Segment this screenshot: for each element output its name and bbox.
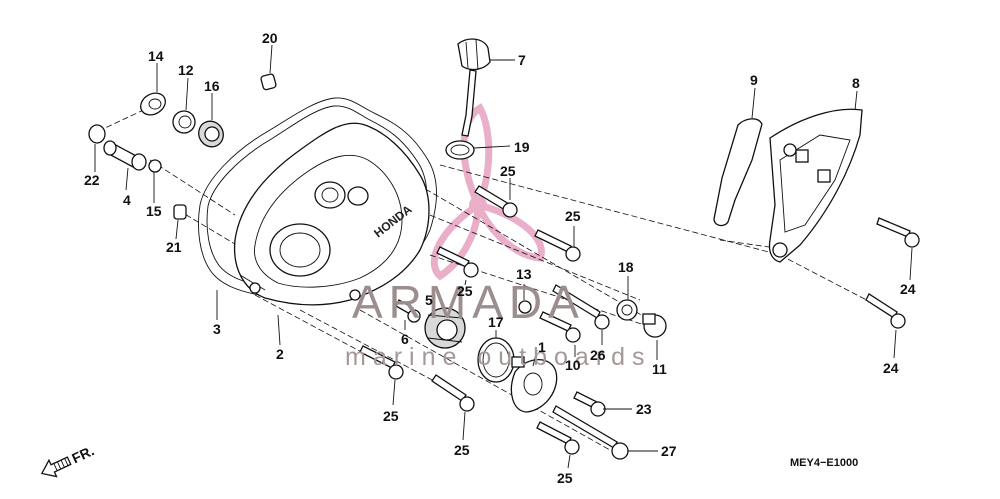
callout-label: 25 [457, 283, 473, 299]
callout-label: 4 [123, 192, 131, 208]
dowel-pin-top [260, 73, 277, 91]
bolt [865, 293, 906, 329]
side-cover [768, 108, 863, 263]
callout-label: 16 [204, 78, 220, 94]
bolt [539, 311, 581, 343]
bolt [552, 284, 610, 330]
callout-label: 5 [425, 292, 433, 308]
callout-label: 25 [565, 208, 581, 224]
callout-label: 26 [590, 347, 606, 363]
shaft [103, 140, 147, 171]
bolt [359, 345, 404, 380]
callout-label: 6 [401, 331, 409, 347]
callout-label: 22 [84, 172, 100, 188]
collar [88, 124, 106, 144]
drain-bolt [642, 313, 667, 338]
washer-13 [518, 300, 532, 314]
callout-label: 27 [661, 443, 677, 459]
sealing-washer [616, 299, 638, 321]
side-gasket [713, 118, 763, 227]
small-bolt [395, 299, 421, 323]
arrow-left-icon [40, 456, 72, 478]
o-ring [445, 140, 475, 160]
callout-label: 23 [636, 401, 652, 417]
callout-label: 1 [538, 339, 546, 355]
callout-label: 25 [454, 442, 470, 458]
nut [148, 159, 162, 173]
callout-label: 18 [618, 259, 634, 275]
bolt [876, 217, 920, 248]
callout-label: 24 [883, 360, 899, 376]
bolt [536, 421, 580, 455]
callout-label: 11 [652, 361, 667, 377]
diagram-code: MEY4−E1000 [790, 457, 858, 469]
oil-seal [140, 92, 166, 116]
callout-label: 25 [500, 163, 516, 179]
washer [172, 110, 196, 134]
crankcase-cover: HONDA [233, 122, 430, 306]
callout-label: 7 [518, 52, 526, 68]
bolt [534, 229, 581, 262]
callout-label: 8 [852, 75, 860, 91]
callout-label: 12 [178, 62, 194, 78]
callout-labels: 1 2 3 4 5 6 7 8 9 10 11 12 13 14 15 16 1… [84, 30, 916, 486]
front-direction-indicator: FR. [40, 442, 97, 478]
leader-lines [94, 44, 913, 469]
oil-filter-cover [510, 356, 558, 413]
bolt [431, 374, 475, 412]
direction-label: FR. [69, 442, 96, 466]
dowel-pin [173, 204, 187, 220]
callout-label: 2 [276, 346, 284, 362]
callout-label: 10 [565, 357, 581, 373]
bolt [436, 246, 479, 278]
callout-label: 20 [262, 30, 278, 46]
callout-label: 3 [213, 321, 221, 337]
callout-label: 19 [514, 139, 530, 155]
long-bolt [552, 405, 629, 460]
callout-label: 13 [516, 266, 532, 282]
callout-label: 25 [383, 408, 399, 424]
callout-label: 15 [146, 203, 162, 219]
bolt [474, 185, 518, 218]
oil-filler-cap [457, 38, 491, 137]
watermark-tagline: marine outboards [345, 343, 652, 371]
bearing [198, 120, 224, 148]
callout-label: 9 [750, 72, 758, 88]
oil-filter [424, 307, 466, 349]
bolt [573, 391, 606, 417]
callout-label: 14 [148, 48, 164, 64]
callout-label: 17 [488, 314, 504, 330]
watermark-brand: ARMADA [352, 276, 585, 328]
callout-label: 25 [557, 470, 573, 486]
callout-label: 21 [166, 239, 182, 255]
callout-label: 24 [900, 281, 916, 297]
gasket [198, 97, 437, 299]
